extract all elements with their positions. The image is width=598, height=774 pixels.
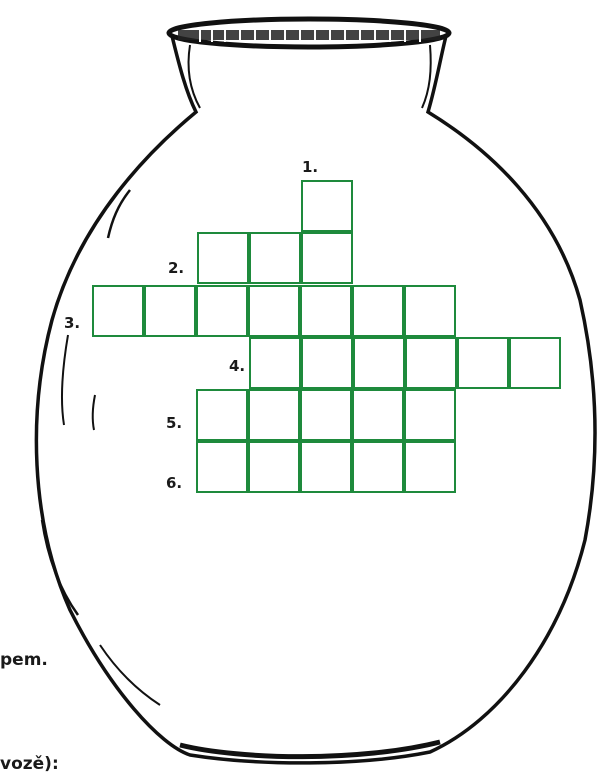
- clue-number-1: 1.: [302, 160, 318, 175]
- crossword-cell-4-4[interactable]: [405, 337, 457, 389]
- crossword-cell-6-5[interactable]: [404, 441, 456, 493]
- crossword-cell-6-3[interactable]: [300, 441, 352, 493]
- vase-rim-hatching: [178, 30, 440, 40]
- clue-number-4: 4.: [229, 359, 245, 374]
- vase-shading: [108, 190, 130, 238]
- vase-base: [180, 742, 440, 757]
- crossword-cell-6-2[interactable]: [248, 441, 300, 493]
- crossword-cell-3-6[interactable]: [352, 285, 404, 337]
- crossword-cell-3-7[interactable]: [404, 285, 456, 337]
- crossword-cell-4-2[interactable]: [301, 337, 353, 389]
- text-fragment-line1: pem.: [0, 652, 48, 669]
- clue-number-3: 3.: [64, 316, 80, 331]
- crossword-cell-3-5[interactable]: [300, 285, 352, 337]
- crossword-cell-3-3[interactable]: [196, 285, 248, 337]
- crossword-cell-2-3[interactable]: [301, 232, 353, 284]
- crossword-cell-1-1[interactable]: [301, 180, 353, 232]
- crossword-cell-3-2[interactable]: [144, 285, 196, 337]
- crossword-cell-5-4[interactable]: [352, 389, 404, 441]
- vase-shading: [62, 335, 68, 425]
- crossword-cell-4-6[interactable]: [509, 337, 561, 389]
- crossword-cell-6-4[interactable]: [352, 441, 404, 493]
- vase-shading: [422, 45, 431, 108]
- crossword-cell-2-1[interactable]: [197, 232, 249, 284]
- crossword-cell-6-1[interactable]: [196, 441, 248, 493]
- text-fragment-line2: vozě):: [0, 756, 59, 773]
- crossword-cell-4-1[interactable]: [249, 337, 301, 389]
- crossword-cell-5-2[interactable]: [248, 389, 300, 441]
- clue-number-6: 6.: [166, 476, 182, 491]
- crossword-cell-5-3[interactable]: [300, 389, 352, 441]
- crossword-cell-4-3[interactable]: [353, 337, 405, 389]
- vase-shading: [93, 395, 95, 430]
- crossword-cell-3-1[interactable]: [92, 285, 144, 337]
- crossword-cell-3-4[interactable]: [248, 285, 300, 337]
- crossword-cell-5-5[interactable]: [404, 389, 456, 441]
- crossword-cell-4-5[interactable]: [457, 337, 509, 389]
- clue-number-2: 2.: [168, 261, 184, 276]
- clue-number-5: 5.: [166, 416, 182, 431]
- crossword-cell-2-2[interactable]: [249, 232, 301, 284]
- crossword-cell-5-1[interactable]: [196, 389, 248, 441]
